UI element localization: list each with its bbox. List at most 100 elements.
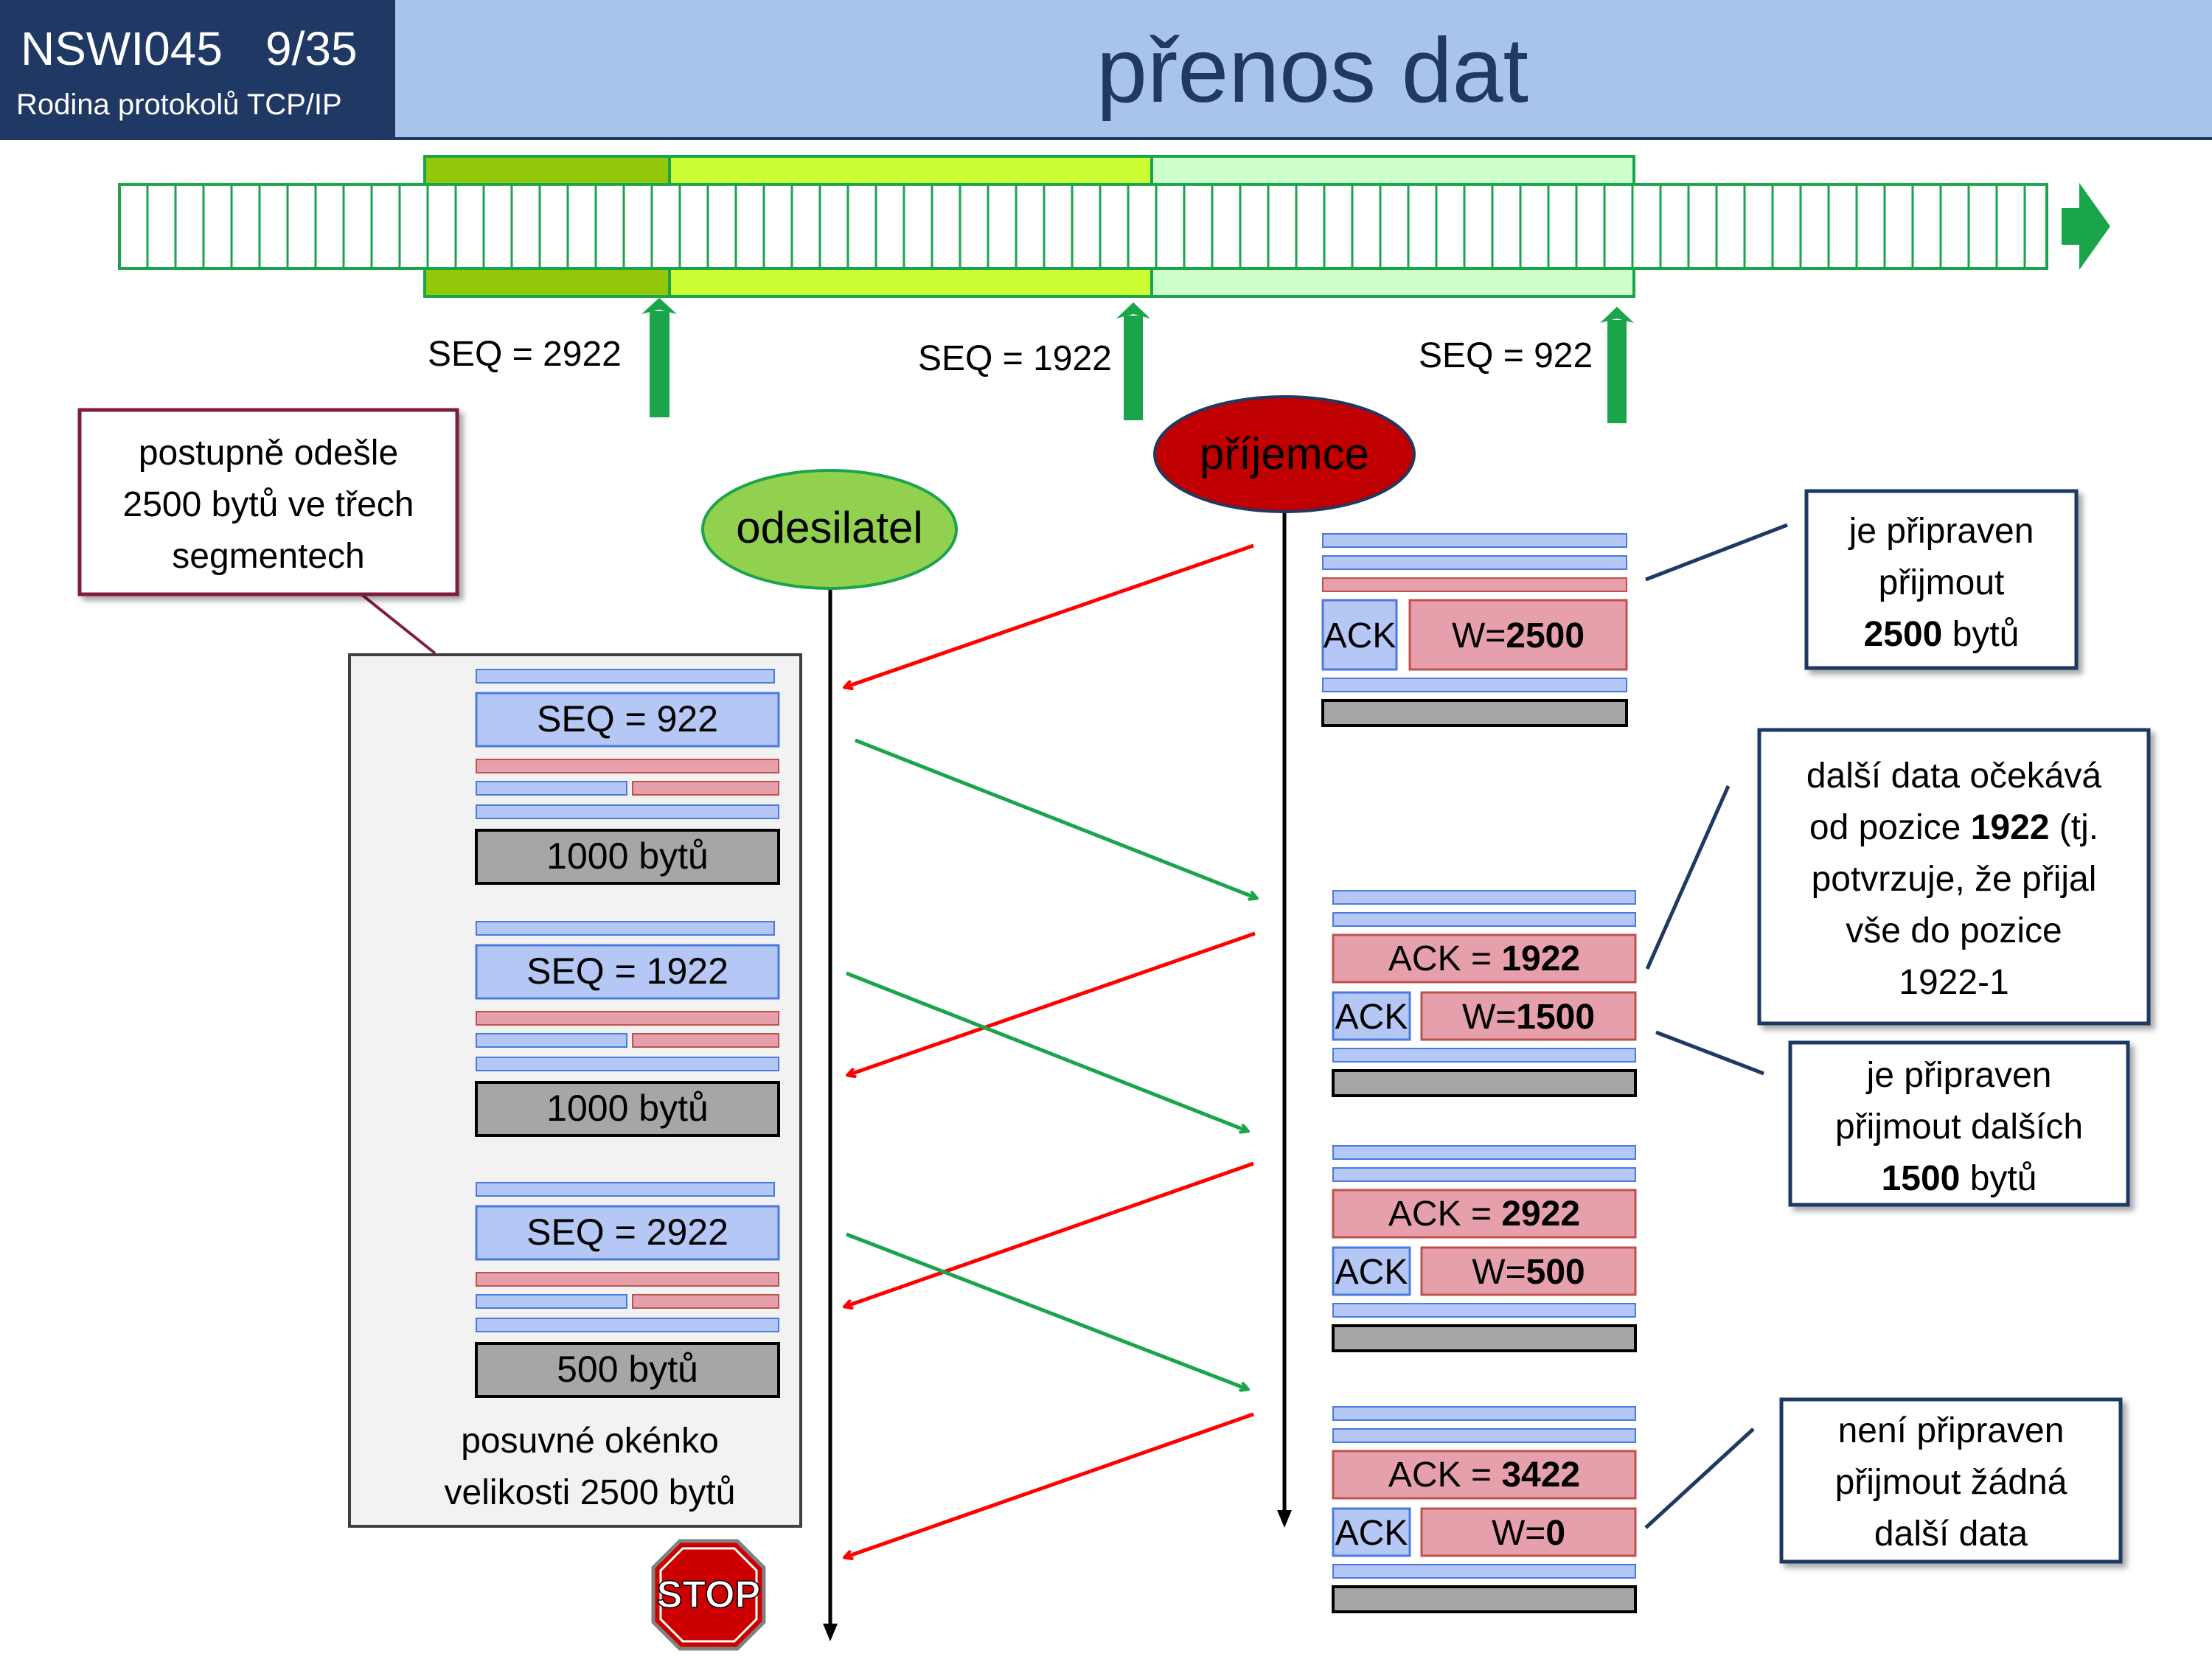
packet-stripe	[1332, 1564, 1636, 1579]
note-pointer	[1644, 1427, 1755, 1529]
ack-value: 3422	[1501, 1455, 1580, 1495]
data-arrow	[846, 1232, 1248, 1389]
callout-line: postupně odešle	[139, 434, 398, 473]
window-value: 2500	[1506, 616, 1585, 655]
window-label: posuvné okénko	[461, 1422, 719, 1461]
stream-strip	[118, 183, 2048, 270]
course-badge	[0, 0, 395, 140]
note-unit: bytů	[1942, 615, 2019, 654]
segment-stripe	[476, 669, 775, 684]
note-line: od pozice 1922 (tj.	[1809, 808, 2098, 847]
packet-stripe	[1332, 912, 1636, 927]
packet-stripe	[1322, 555, 1627, 570]
page-title: přenos dat	[1096, 20, 1528, 122]
course-code: NSWI045	[21, 22, 223, 75]
seq-marker-arrow-icon	[641, 298, 677, 314]
stream-direction-arrow	[2062, 183, 2110, 270]
stop-icon	[651, 1539, 766, 1651]
window-size-label: W=500	[1472, 1253, 1585, 1292]
note-bold-value: 2500	[1864, 615, 1943, 654]
message-arrows	[845, 543, 1256, 1557]
window-prefix: W=	[1452, 616, 1506, 655]
packet-stripe	[1332, 1303, 1636, 1318]
stream-cells	[146, 186, 2026, 267]
segment-payload-box	[475, 1342, 780, 1398]
header: NSWI045 9/35 Rodina protokolů TCP/IP pře…	[0, 0, 2212, 140]
segment-stripe	[476, 1057, 779, 1071]
header-underline	[0, 137, 2212, 140]
receiver-node	[1153, 395, 1416, 513]
segment-stripe	[476, 759, 779, 773]
receiver-label: příjemce	[1200, 429, 1369, 479]
note-line: je připraven	[1865, 1056, 2052, 1095]
seq-marker-label: SEQ = 1922	[918, 339, 1112, 378]
note-pointer	[1655, 1030, 1764, 1076]
segment-size-label: 500 bytů	[557, 1349, 698, 1390]
notes: je připraven přijmout 2500 bytů další da…	[1644, 489, 2151, 1564]
note-line: přijmout	[1879, 563, 2005, 602]
note-pointer	[1645, 785, 1731, 970]
window-size-label: W=0	[1492, 1514, 1565, 1553]
note-line: vše do pozice	[1846, 911, 2062, 950]
ack-flag-label: ACK	[1335, 1253, 1408, 1292]
ack-prefix: ACK =	[1388, 939, 1501, 978]
window-size-box	[1420, 1246, 1637, 1296]
packet-payload-box	[1332, 1585, 1637, 1613]
ack-value: 1922	[1501, 939, 1580, 978]
segment-payload-box	[475, 1081, 780, 1137]
note-line: 1500 bytů	[1882, 1159, 2037, 1198]
window-value: 1500	[1516, 998, 1595, 1037]
window-size-label: W=2500	[1452, 616, 1585, 655]
window-band-bottom-2	[669, 270, 1152, 295]
note-line: 1922-1	[1899, 963, 2008, 1002]
window-size-label: W=1500	[1462, 998, 1595, 1037]
ack-flag-box	[1332, 991, 1411, 1041]
ack-flag-box	[1332, 1507, 1411, 1557]
packet-stripe	[1332, 1406, 1636, 1421]
ack-arrow	[848, 931, 1256, 1075]
ack-number-box	[1332, 1189, 1637, 1239]
segment-stripe	[632, 1033, 779, 1048]
segment-seq-label: SEQ = 2922	[526, 1211, 728, 1253]
note-text: od pozice	[1809, 808, 1971, 847]
ack-flag-box	[1332, 1246, 1411, 1296]
window-prefix: W=	[1462, 998, 1516, 1037]
stop-label: STOP	[657, 1573, 761, 1616]
seq-marker-shaft	[1607, 320, 1627, 423]
ack-number-box	[1332, 933, 1637, 984]
note-line: další data očekává	[1806, 757, 2102, 796]
packet-payload-box	[1332, 1069, 1637, 1097]
stop-sign: STOP	[651, 1539, 766, 1651]
segment-stripe	[476, 1294, 627, 1309]
segment-header-box	[475, 944, 780, 1000]
note-bold-value: 1922	[1971, 808, 2050, 847]
segment-stripe	[632, 1294, 779, 1309]
packet-stripe	[1322, 678, 1627, 692]
window-value: 0	[1545, 1514, 1565, 1553]
segment-seq-label: SEQ = 1922	[526, 950, 728, 992]
window-prefix: W=	[1492, 1514, 1545, 1553]
page-counter: 9/35	[265, 22, 358, 75]
ack-arrow	[845, 1412, 1254, 1557]
window-band-bottom-1	[426, 270, 669, 295]
packet-payload-box	[1332, 1324, 1637, 1352]
window-label: velikosti 2500 bytů	[445, 1473, 736, 1512]
packet-stripe	[1322, 533, 1627, 548]
seq-marker-shaft	[650, 311, 669, 417]
ack-number-label: ACK = 2922	[1388, 1194, 1580, 1234]
packet-stripe	[1332, 1048, 1636, 1062]
callout-line: segmentech	[172, 537, 365, 576]
packet-stripe	[1332, 1145, 1636, 1160]
callout-line: 2500 bytů ve třech	[123, 485, 414, 524]
note-box	[1804, 489, 2079, 670]
note-box	[1779, 1397, 2123, 1564]
byte-stream	[118, 155, 2110, 298]
sender-callout: postupně odešle 2500 bytů ve třech segme…	[77, 408, 459, 655]
note-pointer	[1645, 523, 1788, 582]
